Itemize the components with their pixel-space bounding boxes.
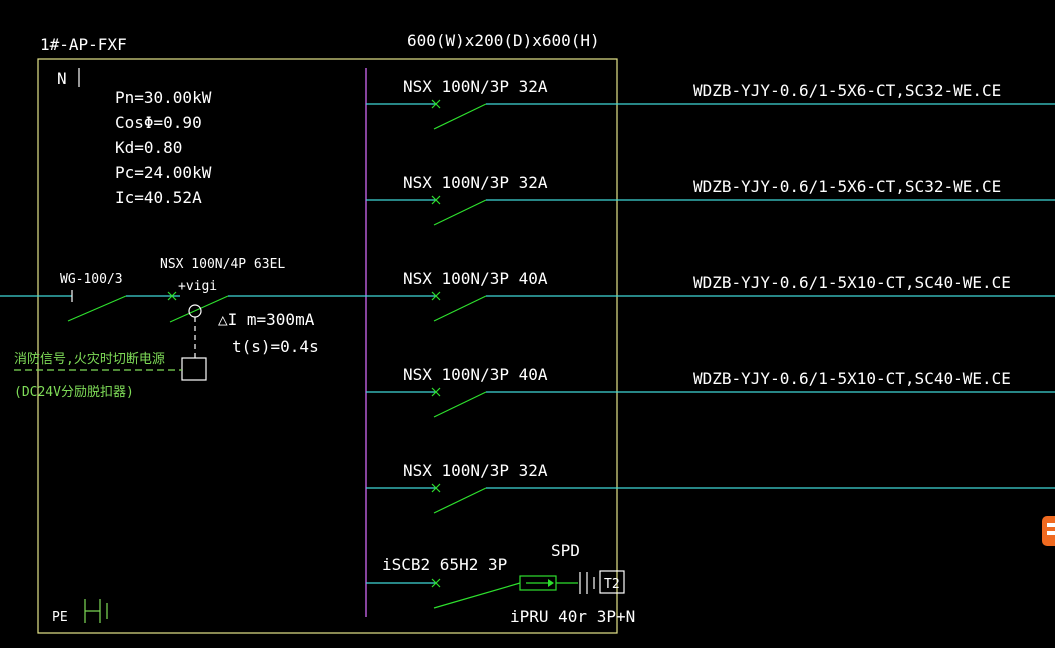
panel-dimensions: 600(W)x200(D)x600(H) xyxy=(407,31,600,50)
fire-signal-sub: (DC24V分励脱扣器) xyxy=(14,385,134,400)
spd-class-box xyxy=(599,570,625,594)
param-pc: Pc=24.00kW xyxy=(115,163,212,182)
branch-cable-label: WDZB-YJY-0.6/1-5X6-CT,SC32-WE.CE xyxy=(693,177,1001,196)
incoming-feeder: WG-100/3 NSX 100N/4P 63EL +vigi △I m=300… xyxy=(0,257,366,400)
leakage-label: △I m=300mA xyxy=(218,310,315,329)
corner-badge[interactable] xyxy=(1042,516,1055,546)
branch-circuit: NSX 100N/3P 40A WDZB-YJY-0.6/1-5X10-CT,SC… xyxy=(366,365,1055,418)
branch-breaker-cross-icon xyxy=(431,195,441,205)
param-pn: Pn=30.00kW xyxy=(115,88,212,107)
branch-breaker-label: NSX 100N/3P 32A xyxy=(403,77,548,96)
branch-circuit: NSX 100N/3P 32A xyxy=(366,461,1055,514)
spd-arrow-head xyxy=(548,579,554,587)
branch-breaker-cross-icon xyxy=(431,483,441,493)
incoming-breaker-blade-icon xyxy=(169,295,229,323)
panel-frame xyxy=(37,58,618,634)
branch-circuits: NSX 100N/3P 32A WDZB-YJY-0.6/1-5X6-CT,SC3… xyxy=(366,77,1055,514)
branch-breaker-cross-icon xyxy=(431,291,441,301)
incoming-breaker-addon: +vigi xyxy=(178,279,217,294)
param-ic: Ic=40.52A xyxy=(115,188,202,207)
branch-circuit: NSX 100N/3P 32A WDZB-YJY-0.6/1-5X6-CT,SC3… xyxy=(366,173,1055,226)
branch-breaker-label: NSX 100N/3P 32A xyxy=(403,461,548,480)
spd-label: SPD xyxy=(551,541,580,560)
branch-breaker-label: NSX 100N/3P 32A xyxy=(403,173,548,192)
param-cos: CosΦ=0.90 xyxy=(115,113,202,132)
panel-name: 1#-AP-FXF xyxy=(40,35,127,54)
branch-cable-label: WDZB-YJY-0.6/1-5X10-CT,SC40-WE.CE xyxy=(693,273,1011,292)
branch-breaker-label: NSX 100N/3P 40A xyxy=(403,365,548,384)
spd-model-label: iPRU 40r 3P+N xyxy=(510,607,635,626)
isolator-label: WG-100/3 xyxy=(60,272,123,287)
branch-breaker-blade-icon xyxy=(433,295,487,322)
delay-label: t(s)=0.4s xyxy=(232,337,319,356)
branch-breaker-cross-icon xyxy=(431,387,441,397)
spd-breaker-cross-icon xyxy=(431,578,441,588)
spd-breaker-blade-icon xyxy=(433,582,521,609)
shunt-trip-box xyxy=(181,357,207,381)
branch-breaker-cross-icon xyxy=(431,99,441,109)
corner-badge-mark-2 xyxy=(1047,531,1055,535)
incoming-breaker-label: NSX 100N/4P 63EL xyxy=(160,257,285,272)
incoming-breaker-cross-icon xyxy=(167,291,177,301)
spd-class-label: T2 xyxy=(604,577,620,592)
parameter-block: Pn=30.00kW CosΦ=0.90 Kd=0.80 Pc=24.00kW … xyxy=(115,88,212,207)
branch-cable-label: WDZB-YJY-0.6/1-5X6-CT,SC32-WE.CE xyxy=(693,81,1001,100)
param-kd: Kd=0.80 xyxy=(115,138,182,157)
branch-circuit: NSX 100N/3P 32A WDZB-YJY-0.6/1-5X6-CT,SC3… xyxy=(366,77,1055,130)
fire-signal-label: 消防信号,火灾时切断电源 xyxy=(14,351,165,367)
neutral-label: N xyxy=(57,69,67,88)
branch-breaker-blade-icon xyxy=(433,103,487,130)
pe-terminal: PE xyxy=(52,599,108,625)
branch-breaker-blade-icon xyxy=(433,391,487,418)
branch-breaker-label: NSX 100N/3P 40A xyxy=(403,269,548,288)
spd-breaker-label: iSCB2 65H2 3P xyxy=(382,555,507,574)
branch-breaker-blade-icon xyxy=(433,199,487,226)
branch-circuit: NSX 100N/3P 40A WDZB-YJY-0.6/1-5X10-CT,SC… xyxy=(366,269,1055,322)
branch-breaker-blade-icon xyxy=(433,487,487,514)
spd-branch: iSCB2 65H2 3P T2 SPD iPRU 40r 3P+N xyxy=(366,541,635,626)
pe-label: PE xyxy=(52,610,68,625)
isolator-blade-icon xyxy=(67,295,127,322)
branch-cable-label: WDZB-YJY-0.6/1-5X10-CT,SC40-WE.CE xyxy=(693,369,1011,388)
corner-badge-mark xyxy=(1047,523,1055,527)
